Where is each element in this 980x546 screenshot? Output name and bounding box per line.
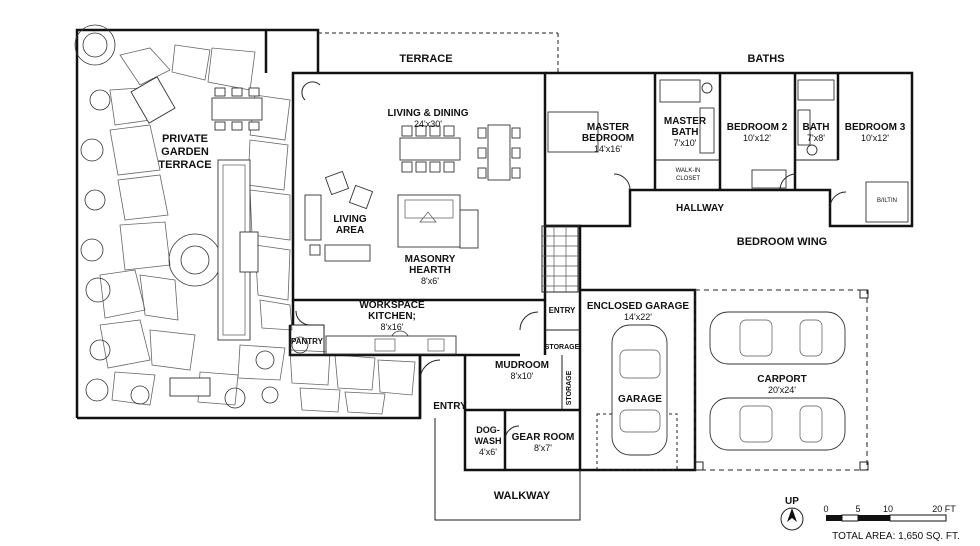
living-area-label-1: LIVING [333,214,367,225]
garden-terrace-label-2: GARDEN [161,146,209,158]
carport-car-2 [709,397,846,451]
entry-bottom-label: ENTRY [433,401,467,412]
entry-top-label: ENTRY [549,306,576,315]
legend: UP 0 5 10 20 FT TOTAL AREA: 1,650 SQ. FT… [780,496,960,542]
garden-terrace: PRIVATE GARDEN TERRACE [74,24,559,420]
bedroom3-builtin [865,181,909,223]
bath-dim: 7'x8' [807,133,825,143]
storage1-label: STORAGE [545,344,580,351]
walk-in-closet-label-2: CLOSET [676,176,700,182]
hearth-dim: 8'x6' [421,276,439,286]
baths-label: BATHS [747,53,784,65]
outdoor-sofa [130,76,176,124]
north-label: UP [785,496,799,507]
carport-label: CARPORT [757,374,806,385]
masonry-hearth [397,194,461,248]
storage2-label: STORAGE [566,370,573,405]
sofa [304,194,322,241]
living-area-label-2: AREA [336,225,364,236]
hearth-label-1: MASONRY [405,254,456,265]
master-bath-dim: 7'x10' [674,138,697,148]
master-shower [659,79,701,103]
terrace-label: TERRACE [399,53,452,65]
side-table [487,124,511,181]
dogwash-label-1: DOG- [476,425,500,435]
garden-terrace-label-3: TERRACE [158,159,211,171]
kitchen-label-1: WORKSPACE [359,300,425,311]
living-dining-label: LIVING & DINING [387,108,468,119]
dogwash-label-2: WASH [475,436,502,446]
scale-tick-0: 0 [823,504,828,514]
hallway-label: HALLWAY [676,203,724,214]
carport-car-1 [709,311,846,365]
scale-tick-3: 20 FT [932,504,956,514]
bathtub [797,79,835,101]
master-bath-label-2: BATH [671,127,698,138]
garage-label: GARAGE [618,394,662,405]
furniture [295,79,909,456]
master-bath-label-1: MASTER [664,116,707,127]
living-dining-dim: 24'x30' [414,119,442,129]
bath-label: BATH [802,122,829,133]
garden-trees [74,24,410,409]
carport-dim: 20'x24' [768,385,796,395]
carport [596,289,869,471]
bedroom3-label: BEDROOM 3 [845,122,906,133]
master-bedroom-label-2: BEDROOM [582,133,634,144]
dining-table [399,137,461,161]
gear-room-label: GEAR ROOM [512,432,575,443]
scale-tick-2: 10 [883,504,893,514]
bedroom2-dim: 10'x12' [743,133,771,143]
outdoor-bench [169,377,211,397]
kitchen-counter [325,335,457,355]
bedroom2-bed [751,169,787,189]
mudroom-label: MUDROOM [495,360,549,371]
bedroom-wing-label: BEDROOM WING [737,236,827,248]
gear-room-dim: 8'x7' [534,443,552,453]
enclosed-garage-label: ENCLOSED GARAGE [587,301,690,312]
hearth-label-2: HEARTH [409,265,451,276]
kitchen-dim: 8'x16' [381,322,404,332]
outdoor-dining-table [211,97,263,121]
master-bed [547,111,599,153]
scale-tick-1: 5 [855,504,860,514]
builtin-label: B/ILTIN [877,198,897,204]
pantry-label: PANTRY [291,337,324,346]
room-labels: TERRACE BATHS LIVING & DINING 24'x30' LI… [291,53,906,502]
enclosed-garage-dim: 14'x22' [624,312,652,322]
loveseat [324,244,371,262]
master-bedroom-dim: 14'x16' [594,144,622,154]
kitchen-label-2: KITCHEN; [368,311,416,322]
dogwash-dim: 4'x6' [479,447,497,457]
mudroom-dim: 8'x10' [511,371,534,381]
walkway-label: WALKWAY [494,490,551,502]
brick-wall [541,225,579,293]
walk-in-closet-label-1: WALK-IN [676,168,701,174]
garden-terrace-label-1: PRIVATE [162,133,208,145]
bedroom2-label: BEDROOM 2 [727,122,788,133]
bedroom3-dim: 10'x12' [861,133,889,143]
scale-bar [826,514,947,522]
garage-car [611,324,668,456]
master-bedroom-label-1: MASTER [587,122,630,133]
total-area-label: TOTAL AREA: 1,650 SQ. FT. [832,531,960,542]
